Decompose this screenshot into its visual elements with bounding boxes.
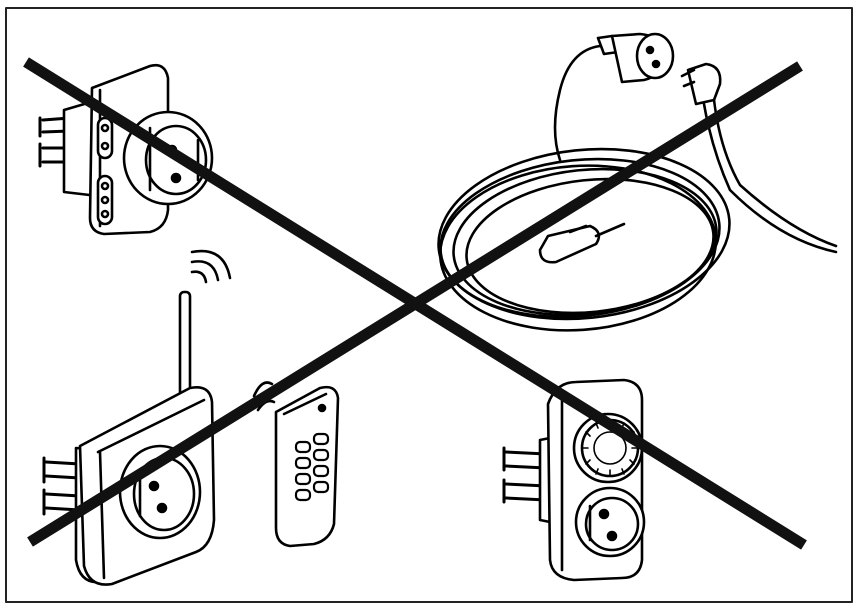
- prohibition-cross: [23, 57, 807, 550]
- extension-cord-icon: [437, 32, 838, 332]
- wireless-socket-icon: [42, 249, 232, 586]
- cross-line-2: [27, 61, 803, 547]
- timer-socket-icon: [502, 378, 646, 582]
- remote-control-icon: [252, 381, 340, 548]
